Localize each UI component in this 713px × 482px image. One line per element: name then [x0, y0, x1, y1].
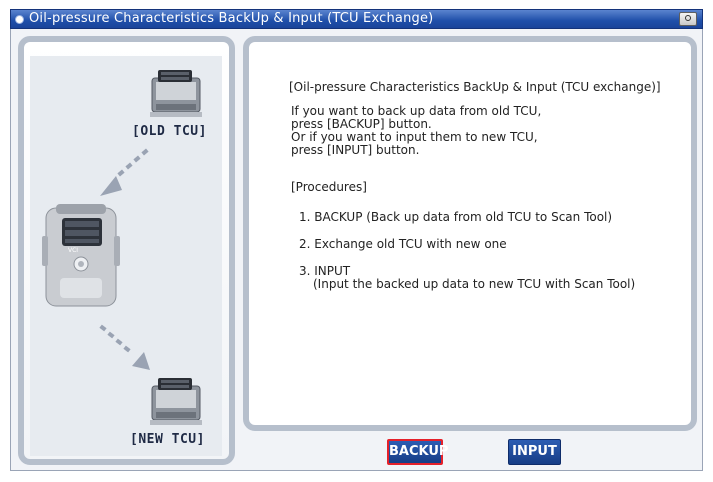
illustration-panel: [OLD TCU] VCI [18, 36, 235, 465]
input-button[interactable]: INPUT [508, 439, 561, 465]
scan-tool-icon [42, 204, 120, 307]
info-heading: [Oil-pressure Characteristics BackUp & I… [289, 80, 661, 94]
old-tcu-module-icon [150, 70, 202, 117]
arrow-down-right-icon [99, 324, 150, 370]
procedure-step-detail: (Input the backed up data to new TCU wit… [313, 277, 636, 291]
window-title: Oil-pressure Characteristics BackUp & In… [29, 11, 434, 26]
title-bar: Oil-pressure Characteristics BackUp & In… [10, 9, 703, 29]
intro-line: press [BACKUP] button. [291, 117, 432, 131]
info-panel: [Oil-pressure Characteristics BackUp & I… [243, 36, 697, 431]
device-brand: VCI [68, 247, 79, 254]
procedure-step: 2. Exchange old TCU with new one [299, 237, 507, 251]
procedures-title: [Procedures] [291, 180, 367, 194]
intro-line: Or if you want to input them to new TCU, [291, 130, 538, 144]
intro-line: press [INPUT] button. [291, 143, 420, 157]
old-tcu-label: [OLD TCU] [132, 124, 207, 139]
new-tcu-label: [NEW TCU] [130, 432, 205, 447]
intro-line: If you want to back up data from old TCU… [291, 104, 542, 118]
procedure-step: 3. INPUT [299, 264, 351, 278]
title-bullet-icon [15, 15, 24, 24]
new-tcu-module-icon [150, 378, 202, 425]
procedure-step: 1. BACKUP (Back up data from old TCU to … [299, 210, 613, 224]
backup-button[interactable]: BACKUP [387, 439, 448, 465]
arrow-down-left-icon [100, 148, 149, 196]
camera-icon[interactable] [679, 12, 697, 26]
